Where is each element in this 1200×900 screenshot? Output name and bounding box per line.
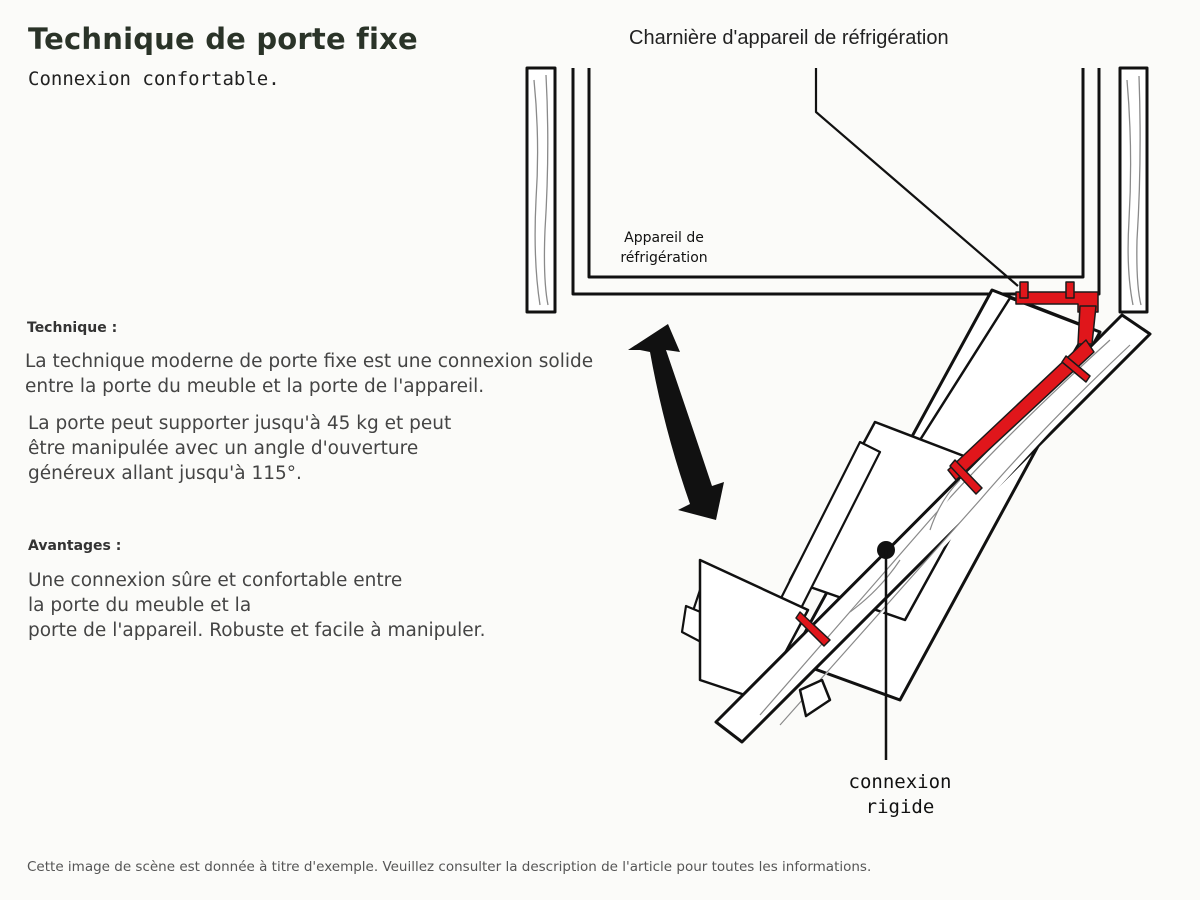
hinge-fitting — [795, 281, 1099, 647]
advantages-line-3: porte de l'appareil. Robuste et facile à… — [28, 620, 486, 641]
appliance-label: Appareil de réfrigération — [608, 228, 720, 268]
rigid-connection-label-line-2: rigide — [865, 796, 935, 818]
advantages-line-2: la porte du meuble et la — [28, 595, 252, 616]
technique-paragraph-2-line-3: généreux allant jusqu'à 115°. — [28, 463, 302, 484]
technique-paragraph-1-line-2: entre la porte du meuble et la porte de … — [25, 376, 485, 397]
appliance-label-line-2: réfrigération — [620, 250, 708, 266]
page-title: Technique de porte fixe — [28, 22, 418, 56]
advantages-paragraph: Une connexion sûre et confortable entre … — [28, 568, 485, 643]
appliance-label-line-1: Appareil de — [624, 230, 704, 246]
technique-paragraph-2: La porte peut supporter jusqu'à 45 kg et… — [28, 411, 451, 486]
technique-heading: Technique : — [27, 320, 118, 336]
opening-arrow — [628, 324, 724, 520]
advantages-line-1: Une connexion sûre et confortable entre — [28, 570, 403, 591]
cabinet-side-panel-left — [525, 66, 557, 314]
footer-disclaimer: Cette image de scène est donnée à titre … — [27, 859, 872, 875]
advantages-heading: Avantages : — [28, 538, 122, 554]
rigid-connection-label: connexion rigide — [830, 770, 970, 820]
technique-paragraph-1: La technique moderne de porte fixe est u… — [25, 349, 593, 399]
rigid-connection-label-line-1: connexion — [848, 771, 952, 793]
appliance-door — [680, 288, 1102, 702]
appliance-body — [571, 68, 1101, 296]
technique-paragraph-2-line-1: La porte peut supporter jusqu'à 45 kg et… — [28, 413, 452, 434]
cabinet-side-panel-right — [1118, 66, 1149, 314]
diagram-title: Charnière d'appareil de réfrigération — [629, 27, 949, 49]
rigid-connection-marker — [877, 541, 895, 760]
page-subtitle: Connexion confortable. — [28, 68, 280, 90]
technique-paragraph-1-line-1: La technique moderne de porte fixe est u… — [25, 351, 594, 372]
technique-paragraph-2-line-2: être manipulée avec un angle d'ouverture — [28, 438, 419, 459]
